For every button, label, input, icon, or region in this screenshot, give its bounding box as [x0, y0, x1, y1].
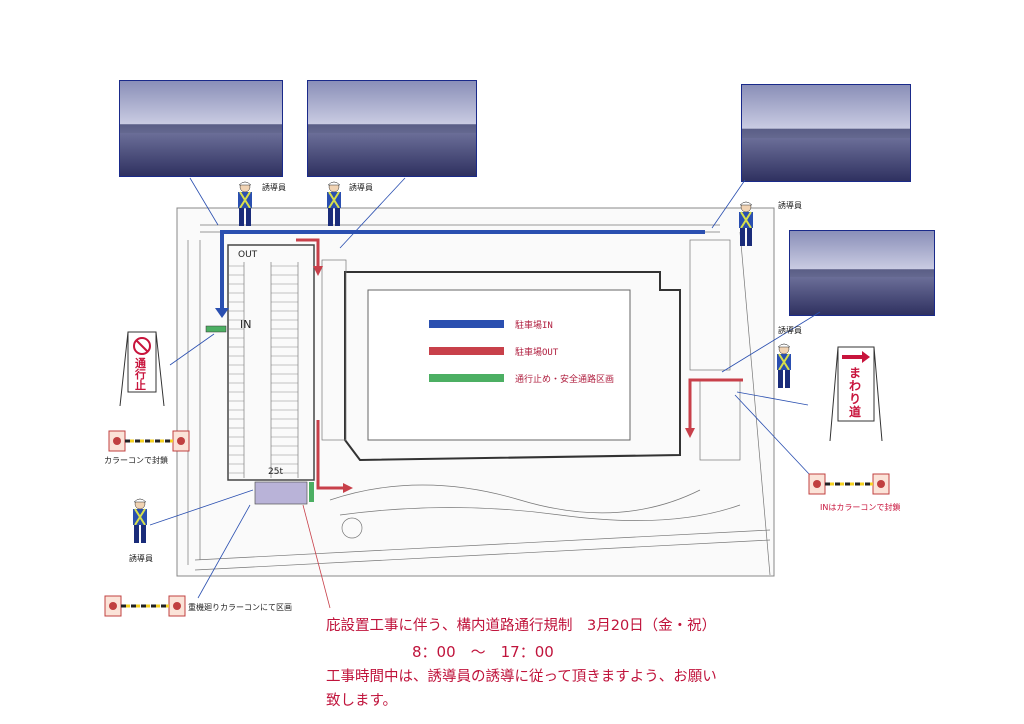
- site-photo-3: [741, 84, 911, 182]
- notice-line-1: 庇設置工事に伴う、構内道路通行規制 3月20日（金・祝）: [326, 618, 717, 634]
- guide-staff-label: 誘導員: [349, 183, 373, 192]
- guide-staff-figure: [238, 181, 252, 226]
- notice-line-3: 工事時間中は、誘導員の誘導に従って頂きますよう、お願い: [326, 669, 717, 685]
- route-in: [220, 230, 705, 312]
- site-photo-4: [789, 230, 935, 316]
- guide-staff-label: 誘導員: [778, 201, 802, 210]
- detour-text: まわり道: [848, 366, 861, 419]
- notice-line-2: 8：00 ～ 17：00: [412, 643, 554, 661]
- guide-staff-figure: [327, 181, 341, 226]
- guide-staff-figure: [777, 343, 791, 388]
- guide-staff-figure: [739, 201, 753, 246]
- detour-sign: まわり道: [826, 345, 886, 445]
- legend-label-in: 駐車場IN: [515, 319, 553, 331]
- site-photo-2: [307, 80, 477, 177]
- guide-staff-label: 誘導員: [778, 326, 802, 335]
- closure-bottom: [309, 482, 314, 502]
- cone-closure-left-label: カラーコンで封鎖: [104, 456, 168, 465]
- cone-barrier-bottom: [104, 595, 186, 617]
- guide-staff-label: 誘導員: [262, 183, 286, 192]
- legend-swatch-closed: [429, 374, 504, 382]
- closure-left: [205, 325, 227, 333]
- notice-line-4: 致します。: [326, 693, 398, 709]
- route-out: [296, 238, 320, 268]
- legend-label-closed: 通行止め・安全通路区画: [515, 373, 614, 385]
- cone-barrier-left: [108, 430, 190, 452]
- guide-staff-label: 誘導員: [129, 554, 153, 563]
- double-cone-label: 重機廻りカラーコンにて区画: [188, 603, 292, 612]
- lot-out-label: OUT: [238, 250, 258, 260]
- legend-swatch-in: [429, 320, 504, 328]
- site-photo-1: [119, 80, 283, 177]
- cone-closure-right-label: INはカラーコンで封鎖: [820, 503, 901, 512]
- no-entry-text: 通行止: [135, 357, 146, 392]
- cone-barrier-right: [808, 473, 890, 495]
- building: [344, 271, 681, 462]
- no-entry-sign: 通行止: [116, 330, 168, 410]
- weight-label: 25t: [268, 467, 283, 477]
- lot-in-label: IN: [240, 318, 252, 331]
- legend-swatch-out: [429, 347, 504, 355]
- heavy-machine-area: [254, 481, 308, 505]
- guide-staff-figure: [133, 498, 147, 543]
- legend-label-out: 駐車場OUT: [515, 346, 559, 358]
- parking-lot: [227, 244, 315, 481]
